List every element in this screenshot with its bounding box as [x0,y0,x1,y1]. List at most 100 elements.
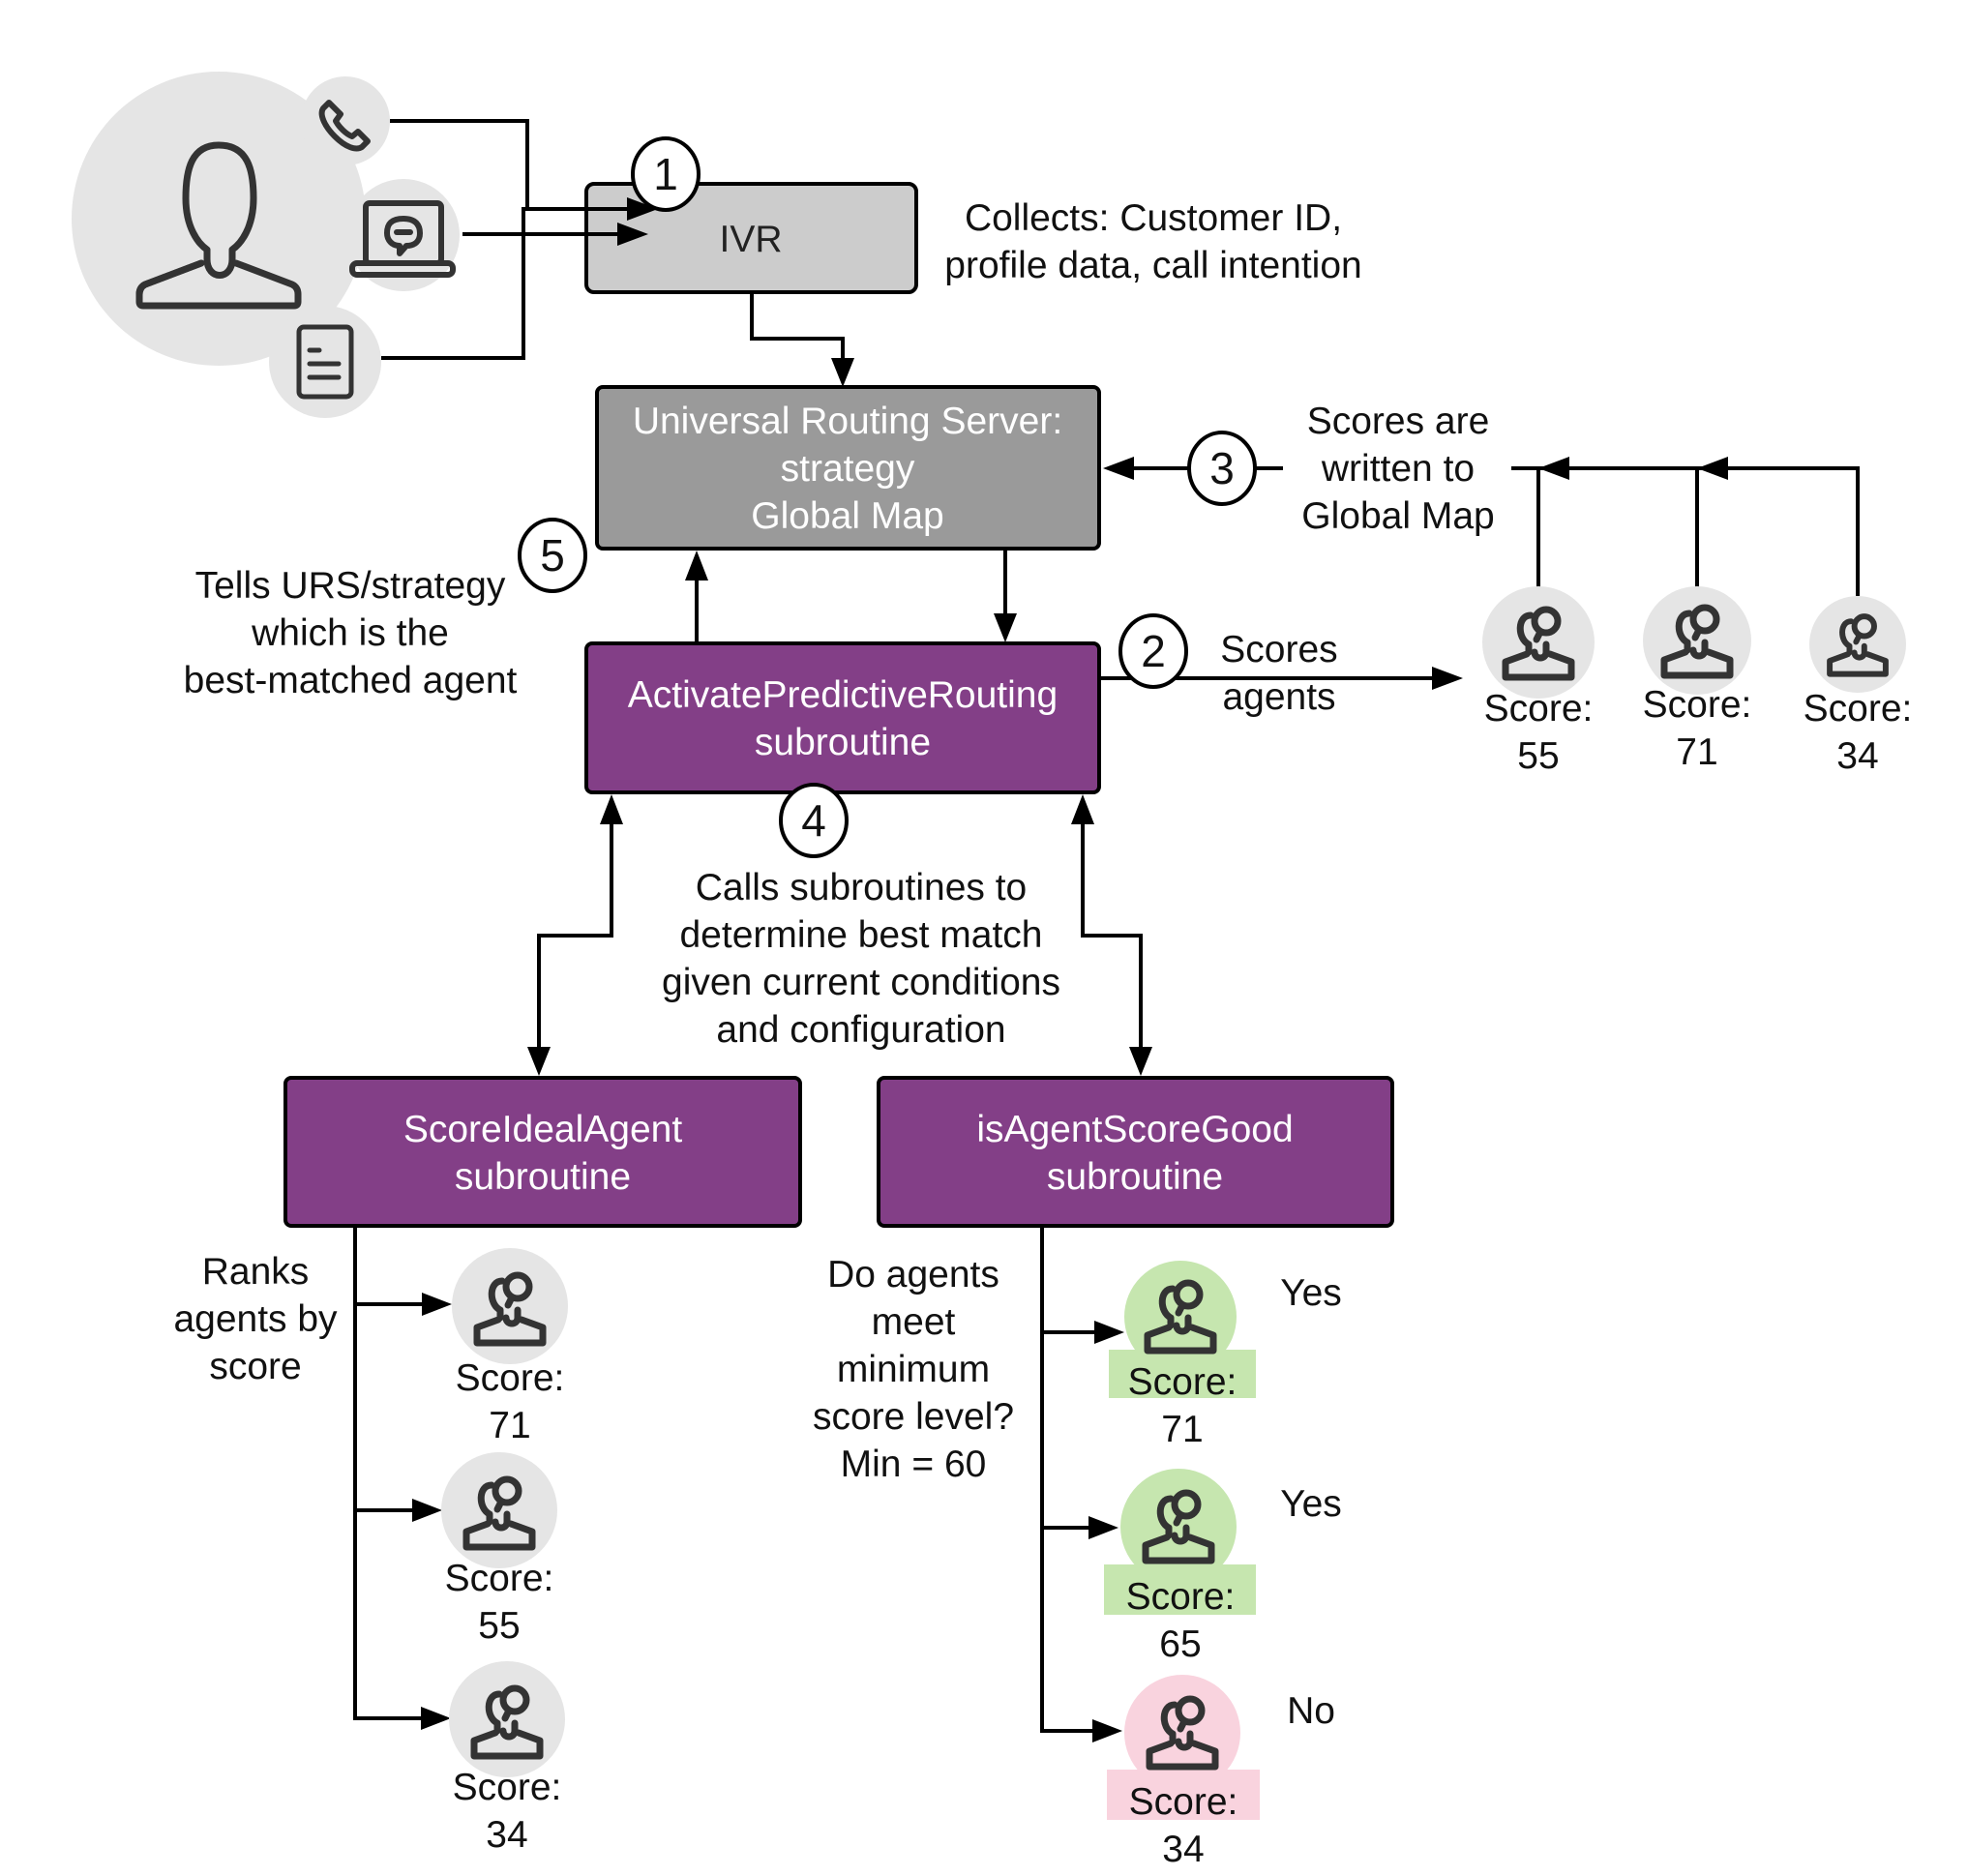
apr-iasg-line [1081,818,1143,1053]
arrowhead [1432,667,1463,690]
agent2-up-line [1538,466,1699,588]
step-5-marker: 5 [518,518,587,593]
iasg-box[interactable] [877,1076,1394,1228]
urs-box[interactable] [595,385,1101,551]
top-agent-3[interactable]: Score: 34 [1804,596,1913,777]
customer-cluster [72,72,460,418]
svg-text:Min = 60: Min = 60 [841,1444,987,1485]
svg-text:Calls subroutines to: Calls subroutines to [696,867,1028,908]
sia-box[interactable] [283,1076,802,1228]
svg-text:determine best match: determine best match [679,914,1042,956]
sia-agent-1[interactable]: Score: 71 [452,1248,568,1446]
svg-text:Collects: Customer ID,: Collects: Customer ID, [965,197,1342,239]
svg-text:which is the: which is the [251,612,449,654]
svg-text:Global Map: Global Map [751,495,943,537]
iasg-agent-2[interactable]: Score: 65 Yes [1104,1469,1342,1665]
svg-text:Score:: Score: [456,1357,565,1399]
svg-text:meet: meet [872,1301,956,1343]
svg-text:5: 5 [540,530,565,581]
arrowhead [421,1707,451,1730]
iasg-agent-1[interactable]: Score: 71 Yes [1109,1261,1342,1450]
ivr-note: Collects: Customer ID, profile data, cal… [944,197,1361,286]
svg-text:minimum: minimum [837,1349,990,1390]
svg-text:Ranks: Ranks [202,1251,310,1293]
arrowhead [412,1499,442,1522]
arrowhead [831,358,854,387]
agent-avatar[interactable] [1643,586,1751,695]
score-highlight [1109,1350,1256,1398]
arrowhead [1092,1719,1122,1742]
arrowhead [617,223,648,246]
svg-text:1: 1 [653,149,678,199]
agent-avatar-pass[interactable] [1120,1469,1237,1585]
arrowhead [994,613,1017,642]
agent3-up-line [1697,466,1860,596]
top-agent-connectors [1511,457,1860,596]
sia-node[interactable]: ScoreIdealAgent subroutine [283,1076,802,1228]
svg-text:65: 65 [1159,1623,1201,1665]
svg-text:71: 71 [489,1405,530,1446]
svg-text:71: 71 [1161,1409,1203,1450]
sia-trunk [353,1226,422,1720]
top-agent-2[interactable]: Score: 71 [1643,586,1752,773]
iasg-agent-3[interactable]: Score: 34 No [1107,1675,1335,1870]
arrowhead [1094,1321,1124,1344]
agent-avatar[interactable] [1482,586,1595,699]
svg-text:Scores are: Scores are [1307,401,1490,442]
score-highlight [1104,1564,1256,1615]
svg-text:55: 55 [478,1605,520,1647]
arrowhead [685,551,708,581]
sia-agent-3[interactable]: Score: 34 [449,1661,565,1856]
svg-text:agents: agents [1222,676,1335,718]
arrowhead [527,1047,551,1076]
iasg-node[interactable]: isAgentScoreGood subroutine [877,1076,1394,1228]
arrowhead [600,794,623,824]
svg-text:Score:: Score: [1804,688,1913,730]
svg-text:best-matched agent: best-matched agent [184,660,518,701]
svg-text:ScoreIdealAgent: ScoreIdealAgent [403,1109,683,1150]
sia-note: Ranks agents by score [173,1251,338,1387]
arrowhead [627,197,658,221]
svg-text:Score:: Score: [1128,1361,1237,1403]
apr-node[interactable]: ActivatePredictiveRouting subroutine [584,641,1101,794]
phone-to-ivr-line [390,119,639,211]
svg-text:4: 4 [801,795,826,846]
svg-text:Tells URS/strategy: Tells URS/strategy [195,565,506,607]
agent-avatar-pass[interactable] [1124,1261,1237,1373]
arrowhead [1103,457,1134,480]
svg-text:34: 34 [486,1814,527,1856]
step2-note: Scores agents [1220,629,1337,718]
arrowhead [1697,457,1728,480]
svg-text:71: 71 [1676,731,1717,773]
svg-text:Score:: Score: [1643,684,1752,726]
apr-box[interactable] [584,641,1101,794]
svg-text:Score:: Score: [453,1767,562,1808]
svg-text:ActivatePredictiveRouting: ActivatePredictiveRouting [628,674,1058,716]
apr-subroutine-connectors [527,794,1152,1076]
arrowhead [1129,1047,1152,1076]
customer-bubble [72,72,366,366]
agent-avatar[interactable] [1809,596,1906,693]
agent1-up-line [1511,466,1540,588]
arrowhead [1088,1516,1118,1539]
svg-text:agents by: agents by [173,1298,338,1340]
step-1-marker: 1 [631,136,701,212]
sia-agent-2[interactable]: Score: 55 [441,1452,557,1647]
svg-text:Score:: Score: [445,1558,554,1599]
step-3-marker: 3 [1187,431,1257,506]
svg-text:Do agents: Do agents [827,1254,999,1295]
result-label: Yes [1280,1483,1342,1525]
top-agent-1[interactable]: Score: 55 [1482,586,1595,777]
score-highlight [1107,1770,1260,1820]
svg-text:Global Map: Global Map [1301,495,1494,537]
result-label: No [1287,1690,1335,1732]
urs-node[interactable]: Universal Routing Server: strategy Globa… [595,385,1101,551]
svg-text:score: score [209,1346,301,1387]
agent-avatar-fail[interactable] [1124,1675,1240,1791]
svg-text:isAgentScoreGood: isAgentScoreGood [976,1109,1293,1150]
iasg-trunk [1040,1226,1064,1733]
step-2-marker: 2 [1118,613,1188,689]
svg-text:55: 55 [1517,735,1559,777]
step-4-marker: 4 [779,783,849,858]
